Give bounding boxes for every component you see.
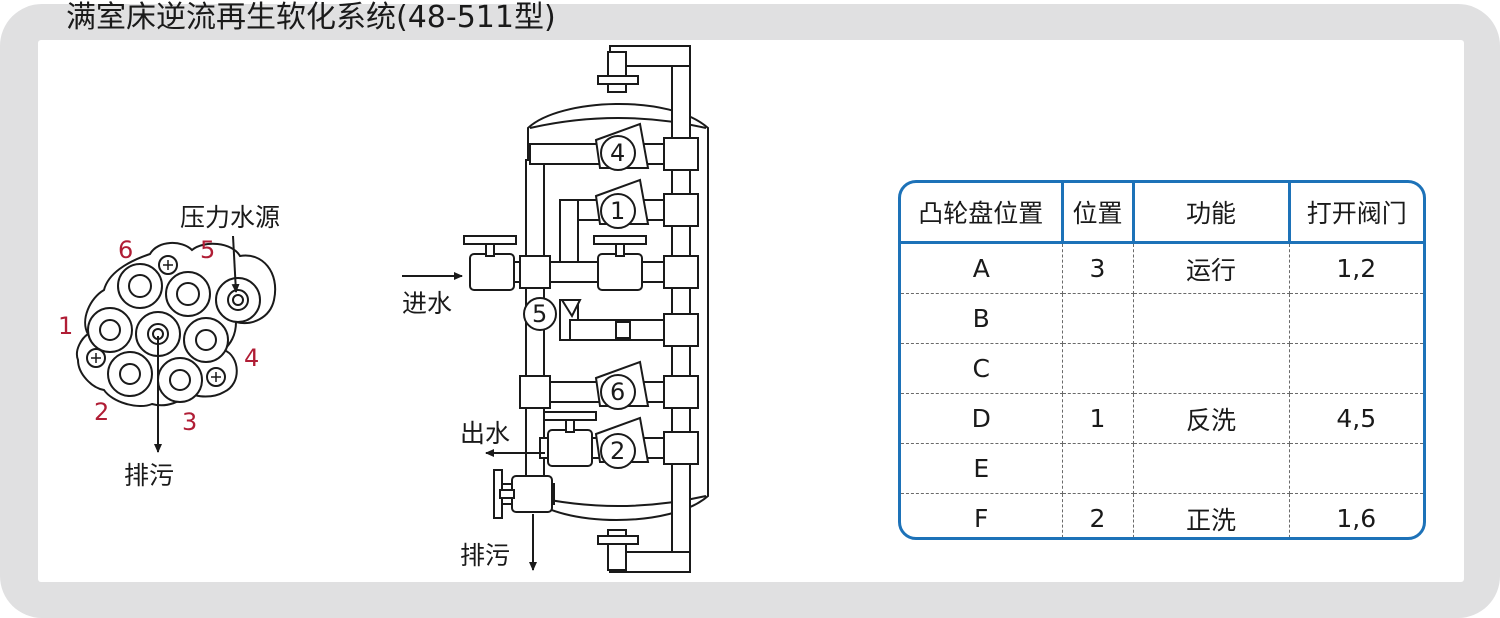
valve-2-circle	[600, 433, 636, 469]
table-row: E	[901, 443, 1423, 494]
valve-port	[117, 263, 163, 309]
valve-5-circle	[523, 297, 557, 331]
cell-valves: 1,2	[1289, 242, 1423, 294]
table-row: D 1 反洗 4,5	[901, 393, 1423, 444]
outlet-label: 出水	[460, 419, 511, 448]
valve-port	[157, 357, 203, 403]
valve-number-4: 4	[610, 139, 626, 167]
valve-1-circle	[600, 193, 636, 229]
port-number-6: 6	[118, 236, 134, 264]
valve-port	[135, 311, 181, 357]
cell-valves	[1289, 293, 1423, 344]
port-number-5: 5	[200, 236, 216, 264]
port-number-3: 3	[182, 408, 198, 436]
screw-icon	[206, 367, 226, 387]
valve-circles	[523, 135, 636, 469]
cell-function: 正洗	[1133, 493, 1290, 537]
cell-position	[1062, 343, 1134, 394]
page-title: 满室床逆流再生软化系统(48-511型)	[66, 0, 556, 35]
cell-valves	[1289, 443, 1423, 494]
screw-icon	[158, 255, 178, 275]
valve-head	[76, 242, 277, 408]
pressure-source-label: 压力水源	[180, 203, 281, 232]
header-position: 位置	[1062, 183, 1135, 244]
cell-function	[1133, 443, 1290, 494]
valve-number-1: 1	[610, 197, 626, 225]
cell-position	[1062, 443, 1134, 494]
screw-icon	[86, 348, 106, 368]
header-open-valves: 打开阀门	[1289, 183, 1423, 244]
cell-valves: 1,6	[1336, 504, 1377, 533]
valve-port	[87, 307, 133, 353]
cell-function	[1133, 343, 1290, 394]
header-function: 功能	[1133, 183, 1291, 244]
cell-cam: F	[901, 493, 1063, 537]
valve-number-6: 6	[610, 378, 626, 406]
piping-drain-label: 排污	[460, 541, 511, 570]
valve-port	[165, 271, 211, 317]
pressure-inlet-arrow	[231, 235, 240, 293]
valve-head-drain-label: 排污	[124, 461, 175, 490]
valve-6-circle	[600, 374, 636, 410]
cell-position: 2	[1062, 493, 1134, 537]
valve-port	[183, 317, 229, 363]
cell-cam: E	[901, 443, 1063, 494]
cell-function	[1133, 293, 1290, 344]
header-cam-position: 凸轮盘位置	[901, 183, 1064, 244]
port-number-2: 2	[94, 398, 110, 426]
cam-position-table: 凸轮盘位置 位置 功能 打开阀门 A 3 运行 1,2 B C	[898, 180, 1426, 540]
cell-cam: A	[901, 242, 1063, 294]
cell-position: 3	[1062, 242, 1134, 294]
valve-4-circle	[600, 135, 636, 171]
port-number-4: 4	[244, 344, 260, 372]
valve-number-2: 2	[610, 437, 626, 465]
cell-position	[1062, 293, 1134, 344]
cell-valves: 4,5	[1289, 393, 1423, 444]
valve-port	[107, 351, 153, 397]
cell-cam: B	[901, 293, 1063, 344]
inlet-label: 进水	[402, 289, 453, 318]
table-header-row: 凸轮盘位置 位置 功能 打开阀门	[901, 183, 1423, 244]
cell-function: 运行	[1133, 242, 1290, 294]
table-row: C	[901, 343, 1423, 394]
cell-cam: C	[901, 343, 1063, 394]
cell-position: 1	[1062, 393, 1134, 444]
valve-port	[215, 277, 261, 323]
cell-cam: D	[901, 393, 1063, 444]
port-number-1: 1	[58, 312, 74, 340]
cell-valves	[1289, 343, 1423, 394]
cell-function: 反洗	[1133, 393, 1290, 444]
table-row: F 2 正洗 1,6	[901, 493, 1423, 537]
table-row: A 3 运行 1,2	[901, 242, 1423, 294]
table-row: B	[901, 293, 1423, 344]
valve-number-5: 5	[532, 300, 548, 328]
